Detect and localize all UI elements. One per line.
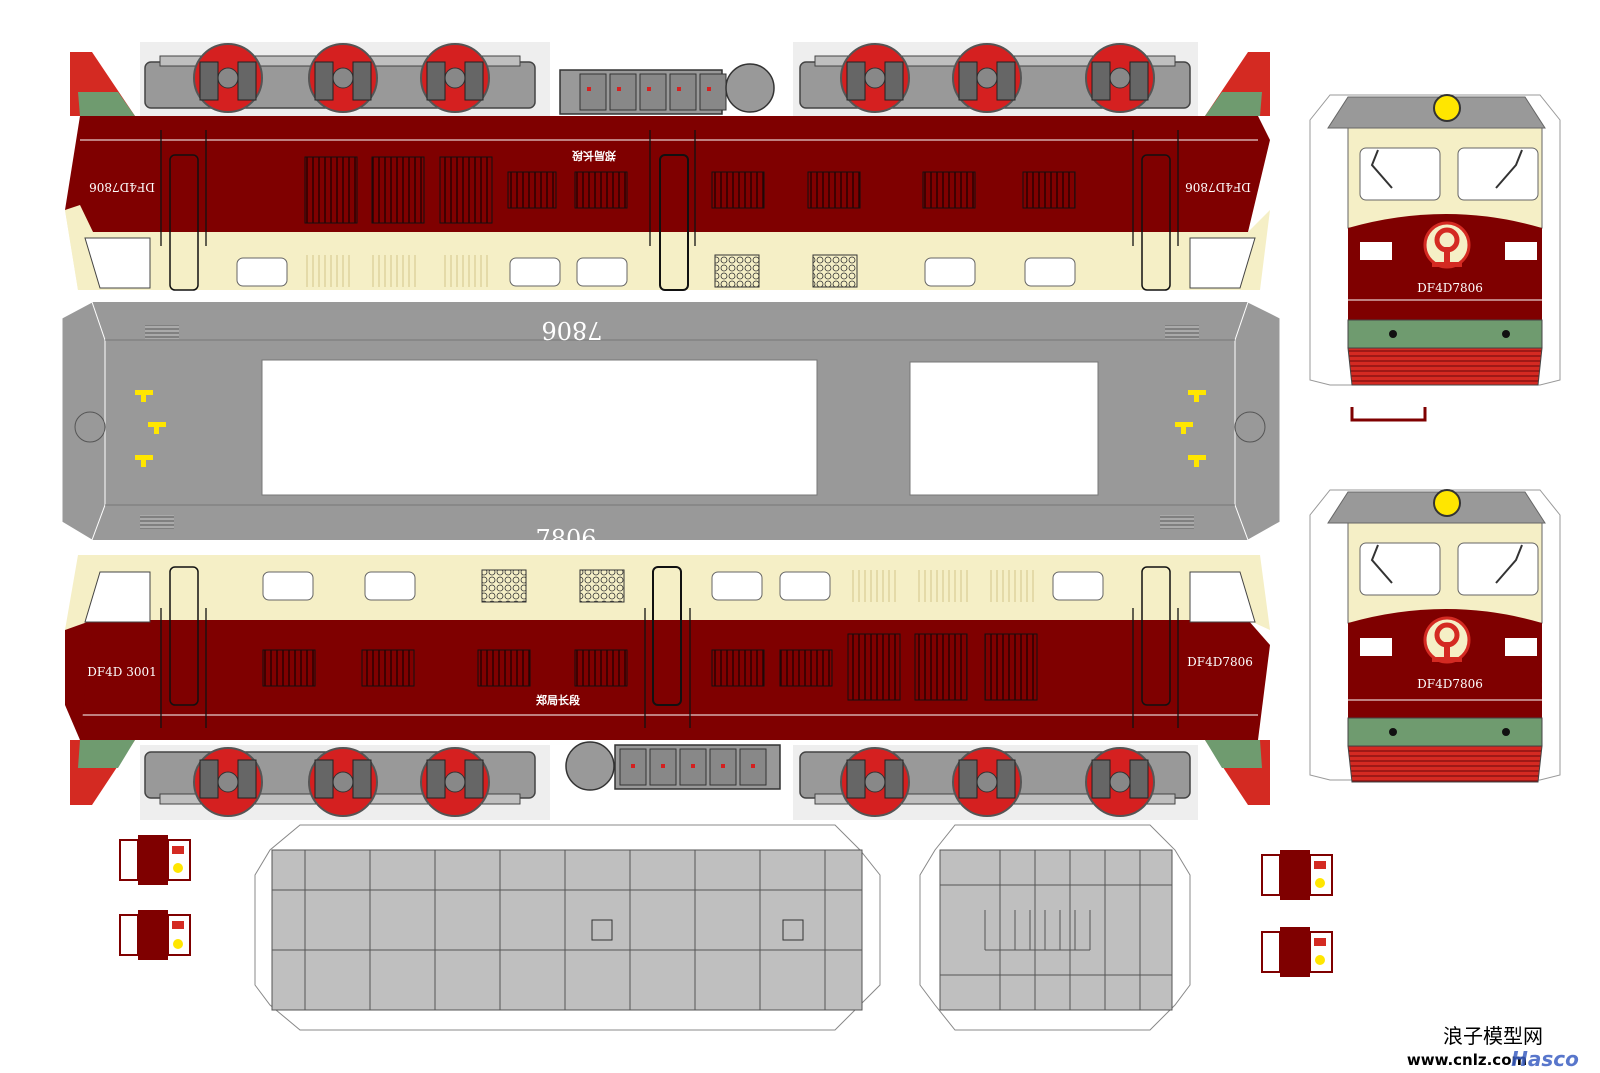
depot-label-top: 郑局长段 (572, 149, 616, 163)
springs-bottom (199, 759, 1149, 799)
watermark-logo: Hasco (1511, 1047, 1579, 1071)
headlight-icon (1433, 94, 1461, 122)
underframe-small (919, 824, 1191, 1031)
watermark-site-name: 浪子模型网 (1443, 1024, 1543, 1048)
side-red-band-bottom (65, 620, 1270, 740)
underframe-large (254, 824, 881, 1031)
door-top-3 (1141, 154, 1171, 291)
side-windows-top (236, 257, 1076, 287)
cab-window-left-bottom (84, 571, 151, 623)
side-label-bottom-right: DF4D7806 (1187, 655, 1253, 669)
side-label-top-right: DF4D7806 (1185, 180, 1251, 194)
lamp-piece-1 (119, 835, 191, 885)
bottom-side-panel: DF4D 3001 DF4D7806 郑局长段 (65, 555, 1270, 805)
cab-window-right-top (1189, 237, 1256, 289)
horn-marks-right (1175, 390, 1206, 467)
lamp-piece-2 (119, 910, 191, 960)
door-bottom-3 (1141, 566, 1171, 706)
door-top-1 (169, 154, 199, 291)
side-windows-bottom (262, 571, 1104, 601)
roof-panel: 7806 7806 (61, 301, 1281, 553)
door-bottom-1 (169, 566, 199, 706)
lamp-piece-3 (1261, 850, 1333, 900)
horn-marks-left (135, 390, 166, 467)
roof-number-inverted: 7806 (541, 316, 602, 344)
front-label-top: DF4D7806 (1417, 281, 1483, 295)
cab-window-right-bottom (1189, 571, 1256, 623)
springs-top (199, 61, 1149, 101)
fuel-tank-bottom (565, 741, 781, 791)
door-bottom-2 (652, 566, 682, 706)
front-view-top: DF4D7806 (1309, 94, 1561, 422)
side-label-top-left: DF4D7806 (89, 180, 155, 194)
door-top-2 (659, 154, 689, 291)
watermark-url: www.cnlz.com (1407, 1051, 1527, 1069)
railway-logo-icon (1423, 221, 1471, 269)
roof-number: 7806 (535, 525, 596, 553)
roof-opening-small (909, 361, 1099, 496)
watermark: 浪子模型网 www.cnlz.com Hasco (1407, 1024, 1579, 1071)
side-label-bottom-left: DF4D 3001 (87, 665, 157, 679)
top-bogie-strip (140, 42, 1198, 117)
top-side-panel: DF4D7806 DF4D7806 郑局长段 (65, 52, 1270, 291)
lamp-piece-4 (1261, 927, 1333, 977)
marker-lamp-pieces (119, 835, 1333, 977)
roof-opening-large (261, 359, 818, 496)
depot-label-bottom: 郑局长段 (536, 693, 580, 707)
bottom-bogie-strip (140, 741, 1198, 820)
side-grills-bottom (262, 570, 1038, 701)
front-label-bottom: DF4D7806 (1417, 677, 1483, 691)
headlight-icon (1433, 489, 1461, 517)
side-red-band-top (65, 116, 1270, 232)
cab-window-left-top (84, 237, 151, 289)
fuel-tank-top (559, 63, 775, 115)
front-view-bottom: DF4D7806 (1309, 489, 1561, 783)
railway-logo-icon (1423, 616, 1471, 664)
side-grills-top (303, 156, 1076, 287)
